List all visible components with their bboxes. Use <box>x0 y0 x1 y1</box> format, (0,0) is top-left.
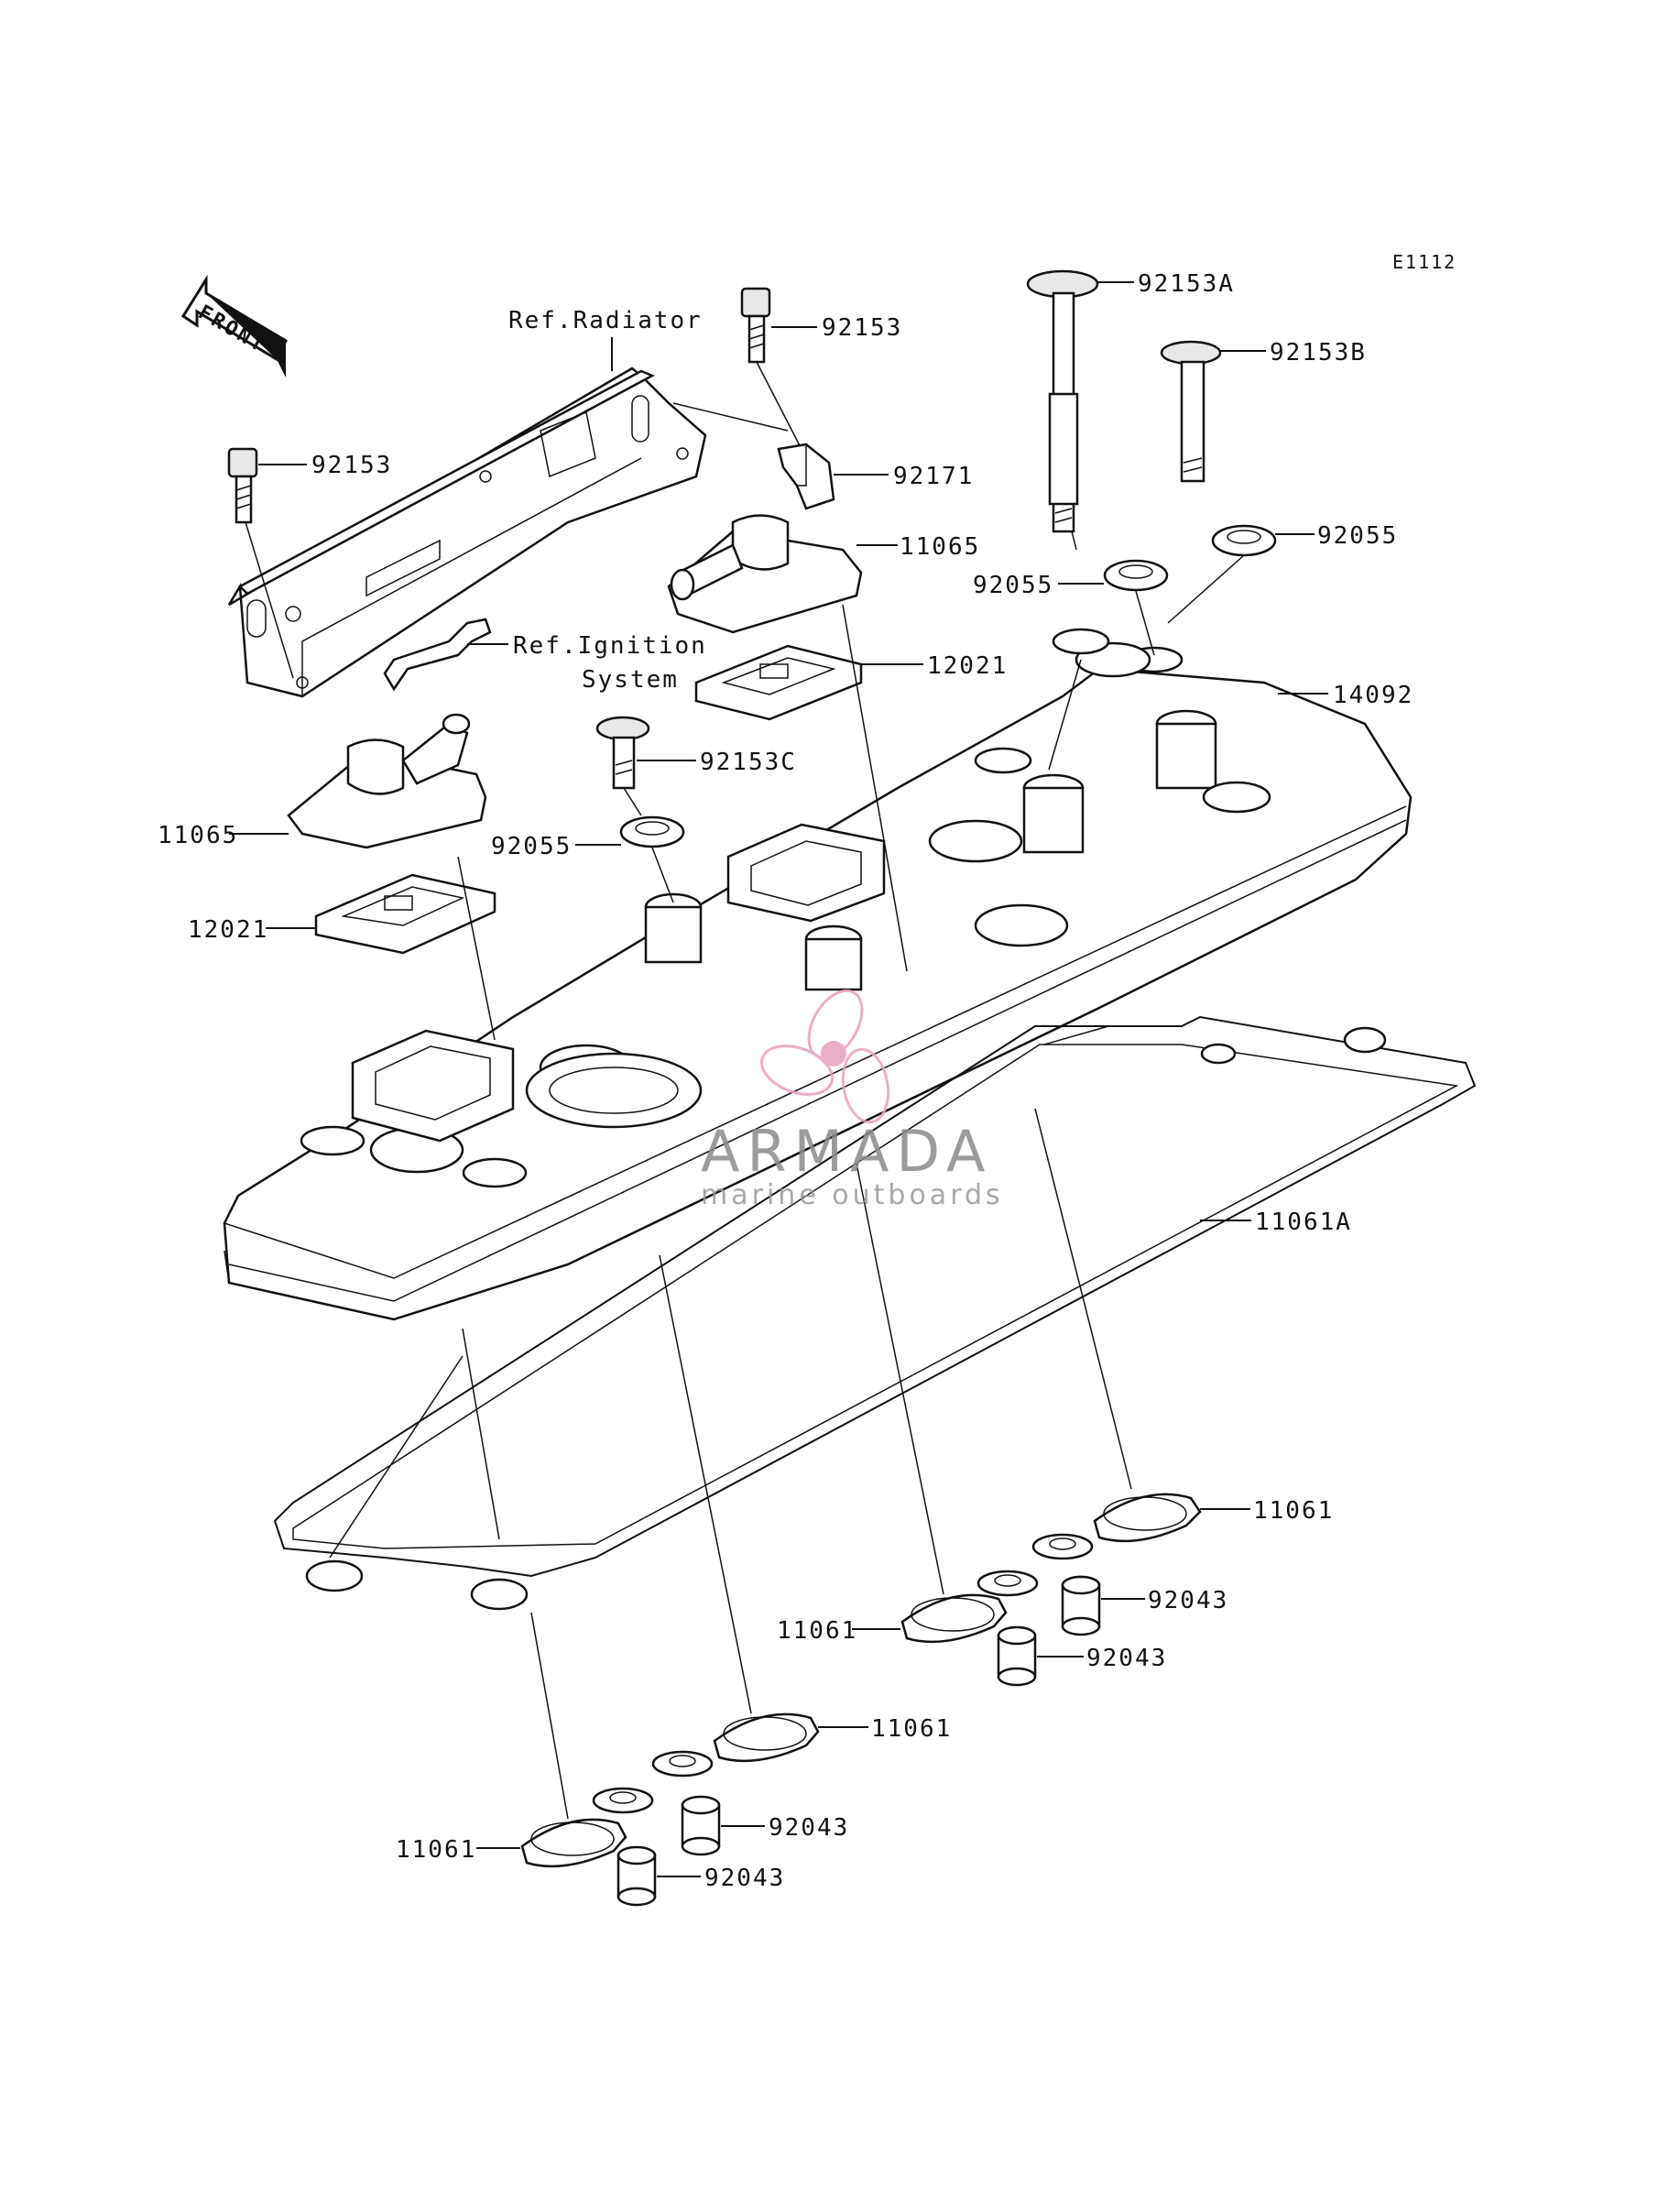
gasket-11061-right-top <box>1093 1493 1202 1543</box>
label-92055-left: 92055 <box>491 833 572 860</box>
cap-11065-right <box>667 514 863 634</box>
label-11065-left: 11065 <box>158 822 238 849</box>
label-11061a: 11061A <box>1255 1209 1352 1236</box>
label-92043-r2: 92043 <box>1086 1645 1167 1672</box>
gasket-11061-left-small-2 <box>592 1787 654 1814</box>
armada-watermark: ARMADA marine outboards <box>701 989 1004 1211</box>
radiator-bracket <box>227 366 707 698</box>
bolt-92153b <box>1160 340 1222 483</box>
label-12021-left: 12021 <box>188 916 268 944</box>
washer-92055-mid <box>1103 559 1169 592</box>
cap-11065-left <box>287 713 487 849</box>
washer-92055-right <box>1211 524 1277 557</box>
gasket-11061-right-small-1 <box>1031 1533 1094 1560</box>
collar-92043-left-1 <box>681 1795 721 1856</box>
label-14092: 14092 <box>1333 682 1413 709</box>
collar-92043-right-1 <box>1061 1575 1101 1636</box>
ref-radiator-label: Ref.Radiator <box>508 307 703 334</box>
reed-12021-left <box>314 873 496 955</box>
label-92043-r1: 92043 <box>1148 1587 1228 1614</box>
label-11065-right: 11065 <box>900 533 980 561</box>
gasket-11061-right-small-2 <box>976 1570 1039 1597</box>
watermark-subtitle: marine outboards <box>701 1179 1004 1211</box>
collar-92043-left-2 <box>616 1845 657 1907</box>
label-92153a: 92153A <box>1138 270 1235 298</box>
washer-92055-left <box>619 815 685 848</box>
reed-12021-right <box>694 644 863 721</box>
label-11061-r2: 11061 <box>777 1617 857 1645</box>
cylinder-head-cover-14092 <box>223 628 1413 1321</box>
label-92043-l2: 92043 <box>704 1865 785 1892</box>
gasket-11061-left-small-1 <box>651 1750 714 1778</box>
ignition-bracket <box>383 618 492 692</box>
bolt-92153-top <box>740 287 771 364</box>
collar-92043-right-2 <box>997 1625 1037 1687</box>
ref-ignition-label-line2: System <box>582 666 679 694</box>
label-92153-left: 92153 <box>311 452 392 479</box>
gasket-11061-left-top <box>713 1712 820 1763</box>
figure-code: E1112 <box>1392 251 1456 273</box>
assembly-guide-lines <box>329 531 1245 1820</box>
gasket-11061-left-bottom <box>520 1818 627 1868</box>
label-92153c: 92153C <box>700 749 797 776</box>
label-11061-l2: 11061 <box>396 1836 476 1864</box>
bolt-92153-left <box>227 447 258 524</box>
label-92055-mid: 92055 <box>973 572 1053 599</box>
propeller-logo-icon <box>760 989 890 1124</box>
bracket-92171 <box>777 443 835 510</box>
label-92055-right: 92055 <box>1317 522 1398 550</box>
front-arrow-icon: FRONT <box>180 274 288 377</box>
gasket-11061-right-bottom <box>900 1593 1008 1644</box>
label-11061-l1: 11061 <box>871 1715 952 1743</box>
label-92153b: 92153B <box>1270 339 1367 366</box>
bolt-92153c <box>595 716 650 790</box>
label-92171: 92171 <box>893 463 974 490</box>
label-92153-top: 92153 <box>822 314 902 342</box>
label-92043-l1: 92043 <box>769 1814 849 1842</box>
label-11061-r1: 11061 <box>1253 1497 1334 1525</box>
bolt-92153a <box>1026 269 1099 533</box>
ref-ignition-label-line1: Ref.Ignition <box>513 632 707 660</box>
watermark-title: ARMADA <box>701 1118 992 1185</box>
label-12021-right: 12021 <box>927 652 1008 680</box>
gasket-11061a <box>273 1015 1477 1611</box>
